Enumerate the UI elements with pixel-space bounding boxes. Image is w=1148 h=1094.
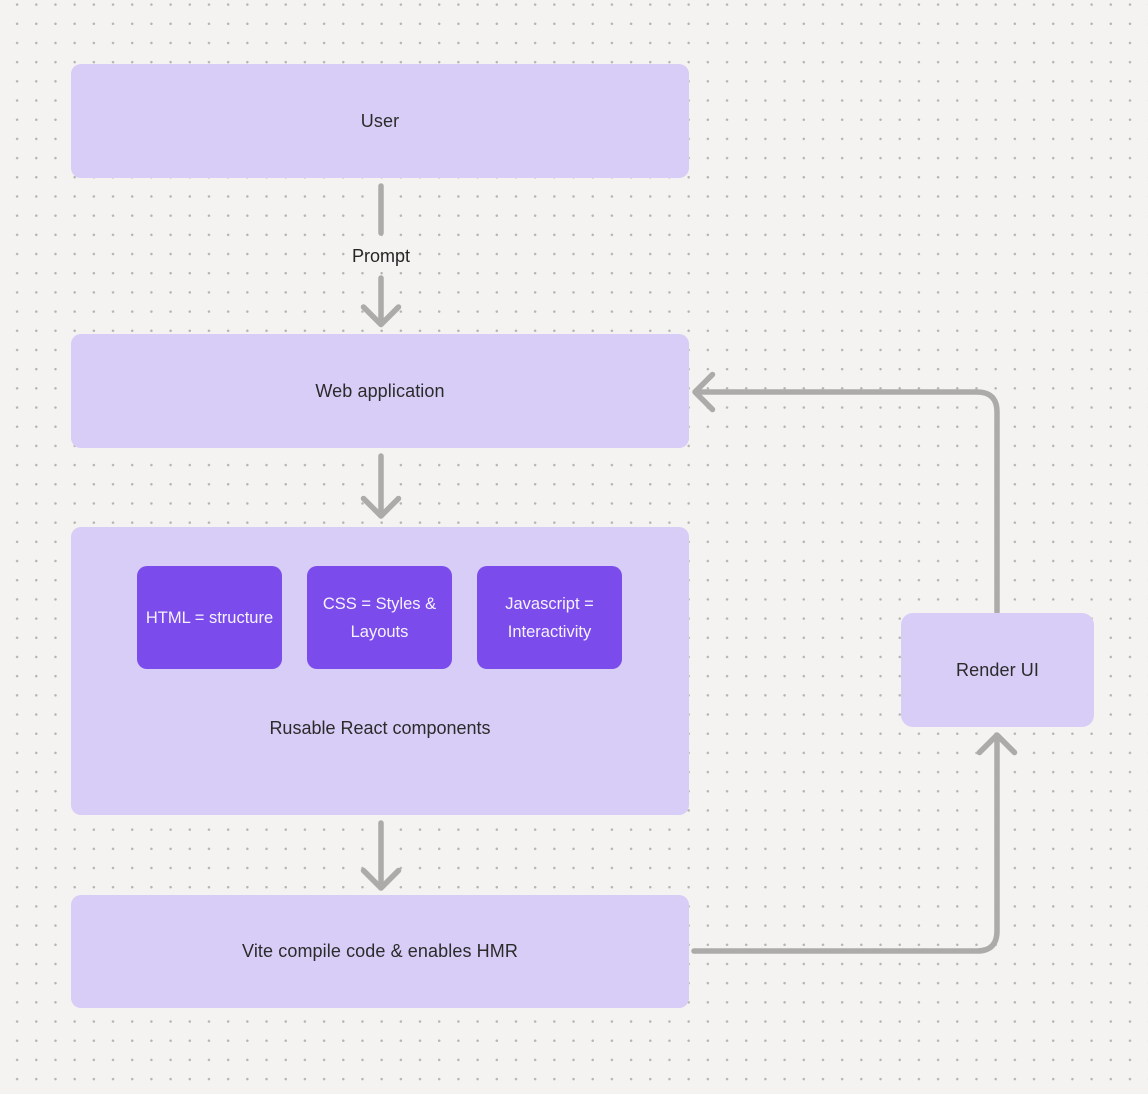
node-vite-label: Vite compile code & enables HMR (242, 941, 518, 961)
node-javascript-label: Javascript = Interactivity (505, 594, 594, 641)
edge-vite-renderui-line (691, 736, 1000, 954)
edge-renderui-webapp-line (697, 389, 1000, 615)
components-group-caption: Rusable React components (269, 718, 491, 738)
arrowhead-down-vite (360, 867, 402, 891)
node-web-application-label: Web application (315, 380, 445, 401)
node-render-ui: Render UI (901, 613, 1094, 727)
node-render-ui-label: Render UI (956, 659, 1039, 680)
node-web-application: Web application (71, 334, 689, 448)
node-components-group: HTML = structure CSS = Styles & Layouts … (71, 527, 689, 815)
node-html: HTML = structure (137, 566, 282, 669)
arrowhead-up-renderui (976, 732, 1018, 756)
edge-label-prompt: Prompt (351, 246, 411, 266)
arrowhead-down-group (360, 495, 402, 519)
arrowhead-down-webapp (360, 304, 402, 328)
node-vite: Vite compile code & enables HMR (71, 895, 689, 1008)
node-css-label: CSS = Styles & Layouts (322, 594, 437, 641)
node-css: CSS = Styles & Layouts (307, 566, 452, 669)
node-user: User (71, 64, 689, 178)
node-javascript: Javascript = Interactivity (477, 566, 622, 669)
node-user-label: User (360, 110, 400, 131)
arrowhead-left-webapp (692, 371, 716, 413)
node-html-label: HTML = structure (145, 608, 274, 627)
